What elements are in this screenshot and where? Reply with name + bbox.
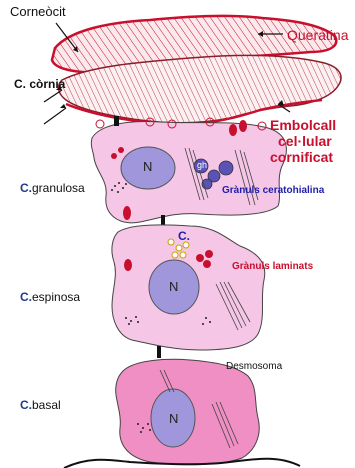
label-c-small: C. (178, 230, 190, 242)
label-desmosoma: Desmosoma (226, 362, 282, 372)
label-c-granulosa-rest: granulosa (32, 181, 85, 195)
granule-red (118, 147, 124, 153)
label-n-granulosa: N (143, 160, 152, 173)
desmosome (157, 346, 161, 358)
label-n-basal: N (169, 412, 178, 425)
label-granuls-laminats: Grànuls laminats (232, 262, 313, 272)
granule-red (239, 120, 247, 132)
label-embolcall-1: Embolcall (270, 118, 336, 132)
granule-red (123, 206, 131, 220)
granule-red (124, 259, 132, 271)
label-c-basal: C.basal (20, 399, 61, 411)
label-c-basal-prefix: C. (20, 398, 32, 412)
label-c-espinosa: C.espinosa (20, 291, 80, 303)
granular-cell (91, 122, 286, 223)
label-gh: gh (197, 161, 207, 170)
arrow-head (60, 104, 66, 108)
keratohyaline-granule (219, 161, 233, 175)
label-c-espinosa-prefix: C. (20, 290, 32, 304)
label-n-espinosa: N (169, 280, 178, 293)
label-embolcall-2: cel·lular (278, 134, 332, 148)
label-c-cornia: C. còrnia (14, 78, 65, 90)
label-granuls-ceratohialina: Grànuls ceratohialina (222, 186, 324, 196)
label-c-basal-rest: basal (32, 398, 61, 412)
label-c-espinosa-rest: espinosa (32, 290, 80, 304)
desmosome (114, 116, 119, 126)
label-embolcall-3: cornificat (270, 150, 333, 164)
granule-red (229, 124, 237, 136)
label-corneocit: Corneòcit (10, 5, 66, 18)
label-queratina: Queratina (287, 28, 348, 42)
label-c-granulosa: C.granulosa (20, 182, 85, 194)
label-c-granulosa-prefix: C. (20, 181, 32, 195)
granule-red (111, 153, 117, 159)
